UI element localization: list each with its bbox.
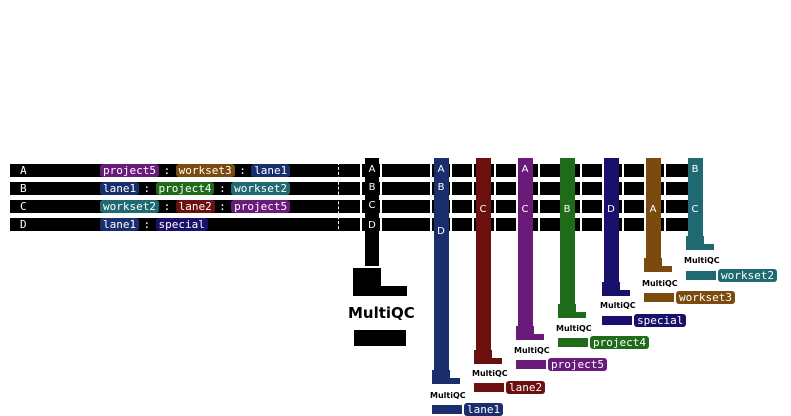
column-letter: D <box>437 226 445 237</box>
column-gap <box>472 164 474 231</box>
sample-label: C <box>20 200 27 213</box>
report-footer-bar <box>516 360 546 369</box>
tag-lane1: lane1 <box>251 164 291 177</box>
report-footer-bar <box>602 316 632 325</box>
tag-lane1: lane1 <box>100 182 140 195</box>
report-icon <box>602 282 620 292</box>
column-letter: A <box>368 164 376 175</box>
column-gap <box>516 164 518 231</box>
report-icon-tab <box>432 378 460 384</box>
sample-label: B <box>20 182 27 195</box>
report-footer-bar <box>686 271 716 280</box>
column-gap <box>580 164 582 231</box>
tag-separator: : <box>219 200 226 213</box>
output-tag-project4: project4 <box>590 336 649 349</box>
output-tag-workset2: workset2 <box>718 269 777 282</box>
tag-special: special <box>155 218 208 231</box>
report-icon <box>353 268 381 290</box>
sample-label: A <box>20 164 27 177</box>
multiqc-logo: MultiQC <box>642 279 678 288</box>
tag-project5: project5 <box>231 200 291 213</box>
column-gap <box>622 164 624 231</box>
multiqc-logo: MultiQC <box>472 369 508 378</box>
report-icon <box>516 326 534 336</box>
report-icon-tab <box>516 334 544 340</box>
column-letter: C <box>368 200 376 211</box>
report-icon <box>474 350 492 360</box>
column-letter: B <box>368 182 376 193</box>
tag-separator: : <box>143 218 151 231</box>
column-letter: A <box>521 164 529 175</box>
multiqc-logo: MultiQC <box>514 346 550 355</box>
tag-workset2: workset2 <box>100 200 159 213</box>
sample-label: D <box>20 218 27 231</box>
column-letter: B <box>563 204 571 215</box>
column-gap <box>494 164 496 231</box>
column-letter: A <box>437 164 445 175</box>
report-icon-tab <box>602 290 630 296</box>
output-tag-special: special <box>634 314 687 327</box>
tag-separator: : <box>219 182 226 195</box>
multiqc-logo: MultiQC <box>600 301 636 310</box>
report-icon <box>432 370 450 380</box>
report-icon-tab <box>644 266 672 272</box>
tag-separator: : <box>239 164 246 177</box>
column-letter: C <box>691 204 699 215</box>
report-footer-bar <box>354 330 406 346</box>
column-gap <box>644 164 646 231</box>
column-gap <box>380 164 382 231</box>
column-letter: C <box>521 204 529 215</box>
column-gap <box>360 164 362 231</box>
output-column-lane2: C <box>476 158 491 350</box>
multiqc-logo: MultiQC <box>556 324 592 333</box>
column-gap <box>538 164 540 231</box>
column-gap <box>450 164 452 231</box>
tag-lane1: lane1 <box>100 218 140 231</box>
output-tag-lane2: lane2 <box>506 381 546 394</box>
column-gap <box>430 164 432 231</box>
tag-lane2: lane2 <box>175 200 215 213</box>
multiqc-logo: MultiQC <box>684 256 720 265</box>
report-footer-bar <box>474 383 504 392</box>
report-icon-tab <box>474 358 502 364</box>
column-letter: B <box>691 164 699 175</box>
column-letter: B <box>437 182 445 193</box>
tag-separator: : <box>163 164 171 177</box>
column-gap <box>664 164 666 231</box>
report-icon-tab <box>686 244 714 250</box>
multiqc-logo: MultiQC <box>430 391 466 400</box>
tag-project4: project4 <box>155 182 215 195</box>
tag-workset3: workset3 <box>175 164 235 177</box>
output-tag-workset3: workset3 <box>676 291 735 304</box>
output-tag-project5: project5 <box>548 358 607 371</box>
report-icon <box>558 304 576 314</box>
tag-separator: : <box>163 200 171 213</box>
column-gap <box>602 164 604 231</box>
column-letter: D <box>607 204 615 215</box>
report-icon-tab <box>353 286 407 296</box>
column-letter: A <box>649 204 657 215</box>
report-footer-bar <box>432 405 462 414</box>
report-icon <box>686 236 704 246</box>
output-column-workset3: A <box>646 158 661 258</box>
column-letter: D <box>368 220 376 231</box>
report-footer-bar <box>644 293 674 302</box>
output-tag-lane1: lane1 <box>464 403 504 416</box>
output-column-special: D <box>604 158 619 282</box>
multiqc-logo: MultiQC <box>348 304 415 322</box>
tag-project5: project5 <box>100 164 159 177</box>
report-footer-bar <box>558 338 588 347</box>
output-column-project4: B <box>560 158 575 304</box>
column-letter: C <box>479 204 487 215</box>
tag-separator: : <box>143 182 151 195</box>
report-icon <box>644 258 662 268</box>
report-icon-tab <box>558 312 586 318</box>
tag-workset2: workset2 <box>231 182 291 195</box>
split-divider <box>338 162 339 234</box>
